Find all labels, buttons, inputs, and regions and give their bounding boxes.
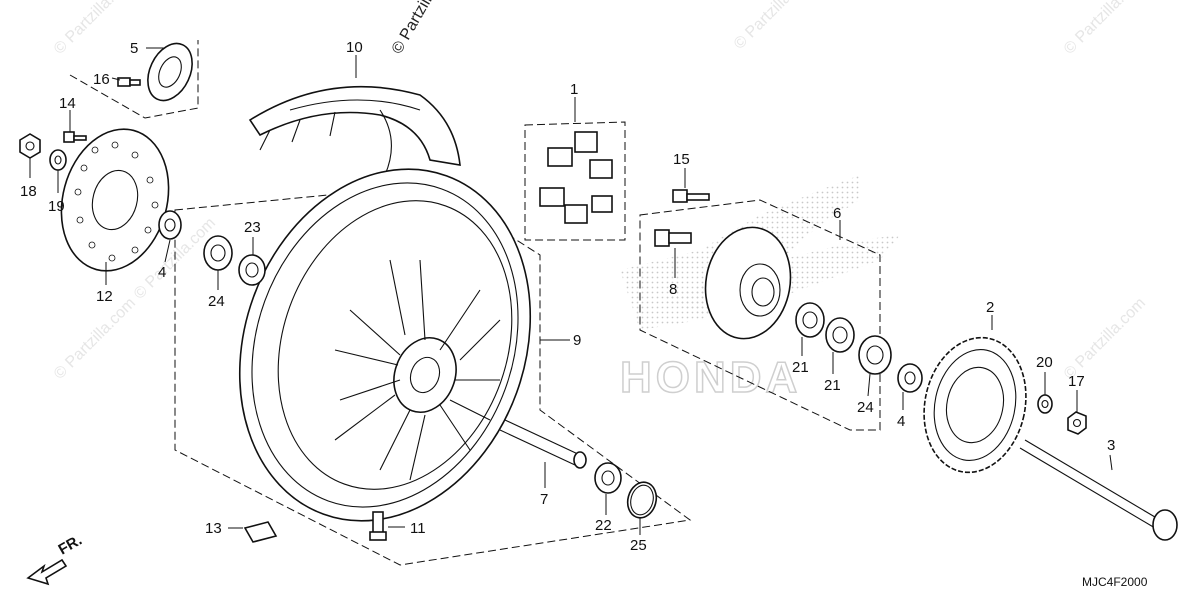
disc-mount-plate (147, 42, 193, 102)
honda-wordmark: HONDA (620, 353, 801, 402)
watermark-text: © Partzilla.com (51, 295, 139, 383)
watermark-text: © Partzilla.com (389, 0, 458, 57)
spacer-7 (499, 419, 587, 469)
tire (248, 85, 461, 176)
callout-4-right: 4 (897, 413, 905, 430)
o-ring-25 (626, 481, 658, 519)
callout-22: 22 (595, 517, 612, 534)
watermark-text: © Partzilla.com (51, 0, 139, 58)
valve-11 (369, 511, 387, 541)
nut-17 (1067, 411, 1087, 435)
callout-4-left: 4 (158, 264, 166, 281)
bearing-21-b (825, 317, 855, 353)
callout-21-b: 21 (824, 377, 841, 394)
callout-16: 16 (93, 71, 110, 88)
callout-2: 2 (986, 299, 994, 316)
callout-8: 8 (669, 281, 677, 298)
balance-weight-13 (243, 521, 278, 543)
callout-7: 7 (540, 491, 548, 508)
bolt-15 (672, 189, 710, 203)
driven-flange (704, 226, 792, 340)
sprocket (923, 336, 1027, 474)
diagram-code: MJC4F2000 (1082, 575, 1148, 589)
collar-8 (654, 229, 692, 247)
callout-21-a: 21 (792, 359, 809, 376)
collar-4-right (897, 363, 923, 393)
callout-15: 15 (673, 151, 690, 168)
callout-13: 13 (205, 520, 222, 537)
callout-14: 14 (59, 95, 76, 112)
axle-3 (1019, 439, 1178, 541)
disc-bolt-frame (69, 40, 199, 119)
watermark-text: © Partzilla.com (731, 0, 819, 53)
callout-3: 3 (1107, 437, 1115, 454)
brake-disc (60, 128, 170, 272)
callout-labels: 5 16 10 1 14 18 19 15 6 4 12 24 23 8 9 2… (20, 39, 1115, 554)
bolt-16 (117, 77, 141, 87)
callout-5: 5 (130, 40, 138, 57)
watermark-text: © Partzilla.com (1061, 0, 1149, 58)
front-direction-arrow: FR. (26, 532, 85, 586)
watermark-text: © Partzilla.com (1061, 295, 1149, 383)
seal-24-left (203, 235, 233, 271)
washer-19 (49, 149, 67, 171)
bearing-22 (594, 462, 622, 494)
callout-9: 9 (573, 332, 581, 349)
callout-23: 23 (244, 219, 261, 236)
callout-17: 17 (1068, 373, 1085, 390)
callout-11: 11 (410, 520, 426, 537)
callout-6: 6 (833, 205, 841, 222)
callout-24-left: 24 (208, 293, 225, 310)
callout-12: 12 (96, 288, 113, 305)
callout-20: 20 (1036, 354, 1053, 371)
bearing-23 (238, 254, 266, 286)
bearing-21-a (795, 302, 825, 338)
damper-rubbers (539, 131, 613, 224)
callout-24-right: 24 (857, 399, 874, 416)
callout-1: 1 (570, 81, 578, 98)
callout-25: 25 (630, 537, 647, 554)
front-arrow-label: FR. (56, 532, 85, 559)
callout-18: 18 (20, 183, 37, 200)
callout-10: 10 (346, 39, 363, 56)
leader-lines (29, 47, 1113, 535)
damper-set-frame (524, 121, 626, 241)
bolt-14 (63, 131, 87, 143)
washer-20 (1037, 394, 1053, 414)
nut-18 (19, 133, 41, 159)
hub-assembly-frame (639, 199, 881, 431)
collar-4-left (158, 210, 182, 240)
wheel (238, 168, 532, 522)
seal-24-right (858, 335, 892, 375)
callout-19: 19 (48, 198, 65, 215)
